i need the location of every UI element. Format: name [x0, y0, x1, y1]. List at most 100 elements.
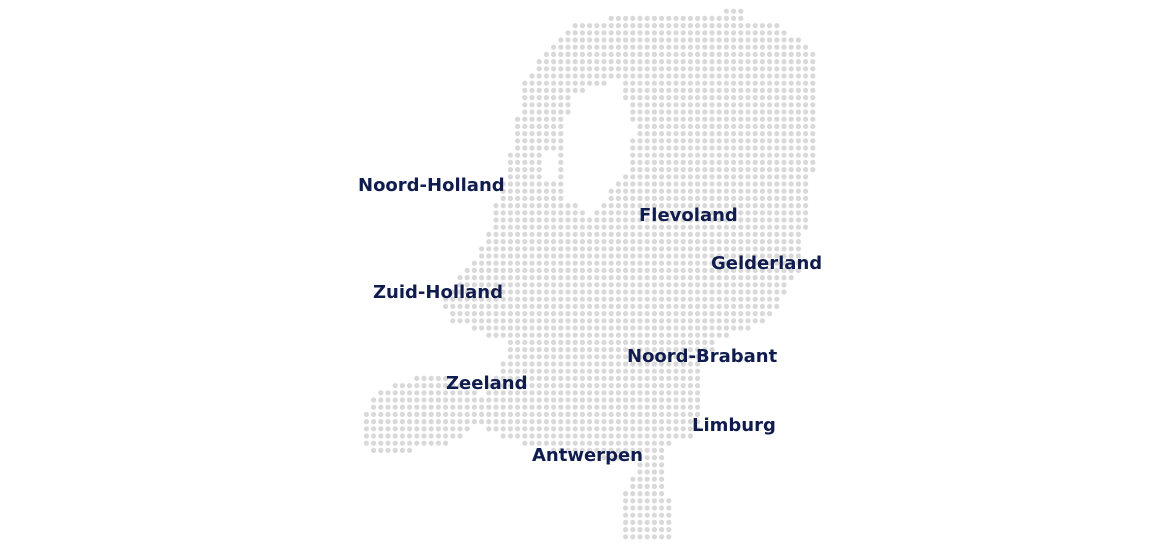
map-dot: [601, 447, 607, 453]
map-dot: [687, 123, 694, 129]
map-dot: [522, 296, 528, 302]
region-label-zuid-holland[interactable]: Zuid-Holland: [373, 282, 504, 303]
region-label-limburg[interactable]: Limburg: [692, 415, 776, 436]
map-dot: [623, 390, 629, 396]
map-dot: [623, 51, 629, 58]
map-dot: [644, 95, 650, 101]
map-dot: [680, 210, 686, 216]
map-dot: [659, 95, 665, 101]
map-dot: [774, 296, 780, 302]
map-dot: [637, 23, 643, 29]
map-dot: [536, 188, 542, 194]
map-dot: [529, 318, 535, 324]
map-dot: [788, 203, 794, 209]
map-dot: [666, 519, 672, 526]
map-dot: [781, 109, 787, 115]
map-dot: [443, 419, 449, 425]
map-dot: [810, 131, 816, 137]
region-label-antwerpen[interactable]: Antwerpen: [532, 445, 643, 466]
map-dot: [803, 109, 809, 115]
map-dot: [479, 275, 485, 281]
map-dot: [637, 447, 643, 453]
map-dot: [522, 152, 528, 158]
map-dot: [371, 447, 377, 453]
map-dot: [659, 131, 665, 137]
map-dot: [515, 217, 521, 223]
map-dot: [500, 419, 506, 425]
region-label-gelderland[interactable]: Gelderland: [711, 253, 823, 274]
region-label-flevoland[interactable]: Flevoland: [639, 205, 738, 226]
map-dot: [407, 426, 413, 432]
map-dot: [435, 440, 441, 446]
map-dot: [759, 116, 766, 122]
map-dot: [623, 15, 629, 21]
map-dot: [623, 95, 629, 101]
map-dot: [500, 210, 506, 216]
map-dot: [687, 260, 694, 266]
map-dot: [651, 433, 658, 439]
map-dot: [515, 361, 521, 367]
map-dot: [745, 210, 751, 216]
map-dot: [651, 260, 658, 266]
map-dot: [788, 195, 794, 201]
region-label-noord-holland[interactable]: Noord-Holland: [358, 175, 505, 196]
map-dot: [651, 80, 658, 86]
map-dot: [745, 87, 751, 93]
map-dot: [579, 318, 586, 324]
map-dot: [500, 397, 506, 403]
map-dot: [536, 123, 542, 129]
map-dot: [673, 419, 679, 425]
map-dot: [738, 15, 744, 21]
map-dot: [608, 397, 614, 403]
map-dot: [587, 375, 593, 381]
map-dot: [687, 87, 694, 93]
map-dot: [435, 419, 441, 425]
map-dot: [522, 167, 528, 173]
map-dot: [644, 419, 650, 425]
map-dot: [716, 131, 722, 137]
map-dot: [716, 23, 722, 29]
map-dot: [651, 95, 658, 101]
map-dot: [687, 397, 694, 403]
map-dot: [601, 347, 607, 353]
map-dot: [493, 275, 499, 281]
map-dot: [464, 390, 470, 396]
map-dot: [702, 30, 708, 36]
map-dot: [680, 390, 686, 396]
map-dot: [695, 116, 701, 122]
map-dot: [795, 174, 802, 180]
map-dot: [651, 123, 658, 129]
map-dot: [651, 246, 658, 252]
map-dot: [666, 368, 672, 374]
map-dot: [666, 347, 672, 353]
map-dot: [579, 354, 586, 360]
map-dot: [723, 116, 730, 122]
region-label-zeeland[interactable]: Zeeland: [446, 373, 528, 394]
map-dot: [702, 296, 708, 302]
map-dot: [399, 383, 405, 389]
map-dot: [702, 224, 708, 230]
map-dot: [579, 383, 586, 389]
map-dot: [788, 145, 794, 151]
map-dot: [687, 361, 694, 367]
map-dot: [687, 138, 694, 144]
map-dot: [450, 289, 456, 295]
map-dot: [680, 203, 686, 209]
map-dot: [774, 282, 780, 288]
map-dot: [623, 318, 629, 324]
map-dot: [767, 59, 773, 65]
map-dot: [630, 87, 636, 93]
map-dot: [745, 102, 751, 108]
map-dot: [558, 447, 564, 453]
map-dot: [695, 375, 701, 381]
map-dot: [644, 188, 650, 194]
region-label-noord-brabant[interactable]: Noord-Brabant: [627, 346, 778, 367]
map-dot: [702, 347, 708, 353]
map-dot: [731, 131, 737, 137]
map-dot: [565, 66, 571, 72]
map-dot: [615, 419, 622, 425]
map-dot: [716, 138, 722, 144]
map-dot: [392, 397, 398, 403]
map-dot: [781, 203, 787, 209]
map-dot: [709, 210, 715, 216]
